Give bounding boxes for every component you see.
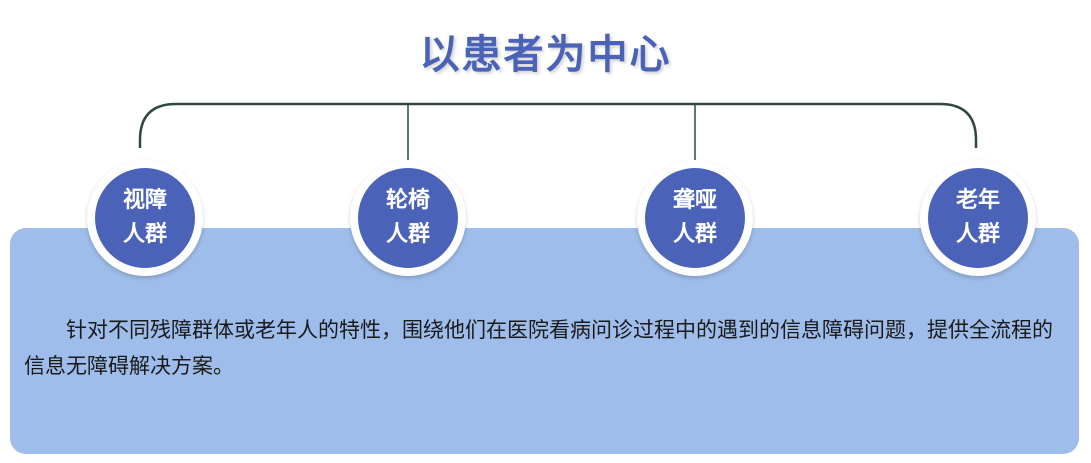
group-label-line1: 视障 bbox=[122, 188, 167, 213]
group-label-line2: 人群 bbox=[385, 222, 430, 247]
group-label-line1: 老年 bbox=[955, 188, 1000, 213]
description-text: 针对不同残障群体或老年人的特性，围绕他们在医院看病问诊过程中的遇到的信息障碍问题… bbox=[24, 318, 1053, 378]
description-panel bbox=[10, 228, 1079, 454]
group-circle: 轮椅 人群 bbox=[358, 168, 458, 268]
diagram-title: 以患者为中心 bbox=[419, 32, 672, 78]
group-wheelchair: 轮椅 人群 bbox=[350, 160, 466, 276]
group-circle: 聋哑 人群 bbox=[645, 168, 745, 268]
group-elderly: 老年 人群 bbox=[920, 160, 1036, 276]
group-label-line1: 轮椅 bbox=[385, 188, 430, 213]
group-visually-impaired: 视障 人群 bbox=[87, 160, 203, 276]
group-label-line2: 人群 bbox=[672, 222, 717, 247]
group-label-line1: 聋哑 bbox=[672, 188, 717, 213]
group-circle: 老年 人群 bbox=[928, 168, 1028, 268]
group-deaf-mute: 聋哑 人群 bbox=[637, 160, 753, 276]
group-label-line2: 人群 bbox=[122, 222, 167, 247]
connector-bracket bbox=[138, 102, 978, 148]
group-circle: 视障 人群 bbox=[95, 168, 195, 268]
group-label-line2: 人群 bbox=[955, 222, 1000, 247]
